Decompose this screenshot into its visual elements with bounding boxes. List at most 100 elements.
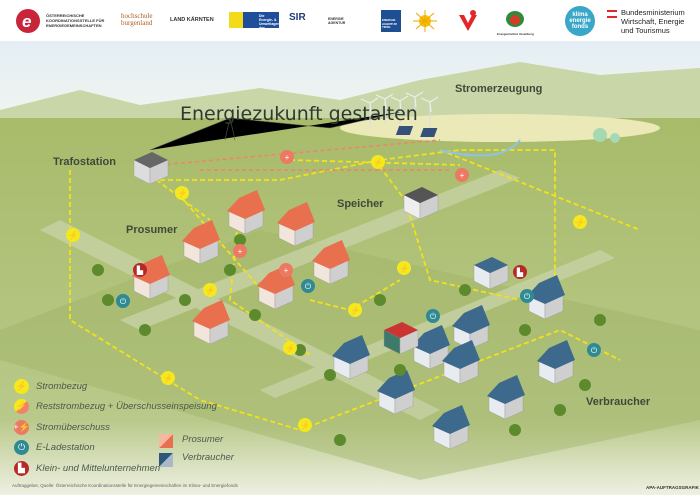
plus-lightning-icon: +⚡ — [13, 419, 30, 435]
tree — [234, 234, 246, 246]
verbraucher-swatch — [159, 453, 173, 467]
factory-icon: ▙ — [14, 460, 29, 476]
building — [537, 340, 575, 385]
tree — [102, 294, 114, 306]
energy-flow-badge: ▙ — [513, 265, 527, 279]
page-title: Energiezukunft gestalten — [180, 103, 418, 125]
svg-text:⏻: ⏻ — [120, 297, 127, 306]
svg-text:+: + — [460, 171, 465, 180]
svg-text:▙: ▙ — [516, 267, 524, 277]
building — [473, 257, 509, 290]
tree — [294, 344, 306, 356]
energy-flow-badge: + — [455, 168, 469, 182]
lightning-plus-icon: ⚡ — [14, 399, 29, 415]
svg-text:⚡: ⚡ — [68, 230, 78, 240]
tree — [92, 264, 104, 276]
building — [192, 300, 230, 345]
label-prosumer: Prosumer — [126, 224, 178, 236]
tree — [394, 364, 406, 376]
energy-flow-badge: ⏻ — [426, 309, 440, 323]
credit: APA-AUFTRAGSGRAFIK — [646, 485, 699, 490]
building — [442, 340, 480, 385]
tree — [579, 379, 591, 391]
building — [182, 220, 220, 265]
energy-flow-badge: ⚡ — [203, 283, 217, 297]
tirol-logo: ENERGIE AGENTUR TIROL — [381, 10, 401, 32]
label-verbraucher: Verbraucher — [586, 396, 651, 408]
svg-text:⚡: ⚡ — [205, 285, 215, 295]
energy-flow-badge: ⚡ — [283, 341, 297, 355]
building — [377, 370, 415, 415]
tree — [179, 294, 191, 306]
energieinstitut-text: Energieinstitut Vorarlberg — [497, 32, 534, 36]
energy-flow-badge: + — [233, 244, 247, 258]
hochschule-logo: hochschule burgenland — [121, 12, 153, 27]
legend-label: Klein- und Mittelunternehmen — [36, 462, 161, 474]
svg-text:⚡: ⚡ — [399, 263, 409, 273]
svg-text:e: e — [22, 12, 31, 31]
energy-flow-badge: ▙ — [133, 263, 147, 277]
building — [227, 190, 265, 235]
verbraucher-swatch-label: Verbraucher — [182, 452, 234, 463]
energieinstitut-logo — [500, 10, 530, 35]
tree — [554, 404, 566, 416]
energy-flow-badge: + — [279, 263, 293, 277]
svg-text:+: + — [238, 247, 243, 256]
label-stromerzeugung: Stromerzeugung — [455, 83, 543, 95]
energy-flow-badge: ⚡ — [66, 228, 80, 242]
energy-flow-badge: ⚡ — [175, 186, 189, 200]
energy-community-illustration: ⚡ ⚡ ⚡ ⚡ ⚡ ⚡ ⚡ ⚡ ⚡ ⚡ + + + + ⏻ ⏻ ⏻ ⏻ ▙ ▙ ⏻ Energiezukunft ges… — [0, 41, 700, 495]
energy-flow-badge: ⚡ — [348, 303, 362, 317]
building — [432, 405, 470, 450]
svg-text:⚡: ⚡ — [163, 373, 173, 383]
legend-item: ⏻E-Ladestation — [14, 438, 217, 459]
svg-text:+: + — [284, 266, 289, 275]
energy-flow-badge: ⏻ — [116, 294, 130, 308]
sun-logo — [410, 10, 440, 35]
building — [452, 305, 490, 350]
legend: ⚡ Strombezug ⚡ Reststrombezug + Überschusse… — [13, 376, 217, 479]
tree — [139, 324, 151, 336]
energy-flow-badge: ⚡ — [573, 215, 587, 229]
prosumer-swatch-label: Prosumer — [182, 434, 224, 445]
svg-text:⏻: ⏻ — [524, 292, 531, 301]
tree — [519, 324, 531, 336]
wind-turbine — [420, 96, 439, 127]
vorarlberg-logo — [456, 9, 480, 36]
wind-turbine — [390, 95, 409, 126]
legend-item: ▙ Klein- und Mittelunternehmen — [14, 458, 217, 479]
wind-turbine — [405, 91, 424, 122]
building — [277, 202, 315, 247]
tree — [459, 284, 471, 296]
svg-text:⏻: ⏻ — [430, 312, 437, 321]
svg-text:⚡: ⚡ — [285, 343, 295, 353]
building — [527, 275, 565, 320]
legend-item: ⚡ Reststrombezug + Überschusseinspeisung — [14, 397, 217, 418]
building — [332, 335, 370, 380]
enu-logo: Die Energie- & Umweltagentur des Landes … — [229, 12, 284, 38]
wind-turbine — [375, 93, 394, 124]
energy-flow-badge: + — [280, 150, 294, 164]
source-note: Auftraggeber, Quelle: Österreichische Ko… — [12, 483, 238, 488]
tree — [509, 424, 521, 436]
legend-label: Strombezug — [36, 380, 88, 392]
svg-text:+: + — [285, 153, 290, 162]
energy-flow-badge: ⏻ — [587, 343, 601, 357]
svg-text:⚡: ⚡ — [177, 188, 187, 198]
tree — [324, 369, 336, 381]
tree — [594, 314, 606, 326]
steiermark-logo: ENERGIE AGENTUR — [328, 17, 346, 25]
energy-flow-badge: ⚡ — [298, 418, 312, 432]
building — [487, 375, 525, 420]
svg-text:⏻: ⏻ — [591, 346, 598, 355]
label-speicher: Speicher — [337, 198, 384, 210]
building — [312, 240, 350, 285]
building — [412, 325, 450, 370]
svg-text:⚡: ⚡ — [575, 217, 585, 227]
svg-text:⚡: ⚡ — [300, 420, 310, 430]
legend-item: +⚡Stromüberschuss — [13, 417, 217, 438]
svg-text:▙: ▙ — [136, 265, 144, 275]
logo-bar: e ÖSTERREICHISCHE KOORDINATIONSSTELLE FÜ… — [0, 0, 700, 41]
legend-label: Reststrombezug + Überschusseinspeisung — [36, 401, 217, 413]
svg-text:⏻: ⏻ — [305, 282, 312, 291]
